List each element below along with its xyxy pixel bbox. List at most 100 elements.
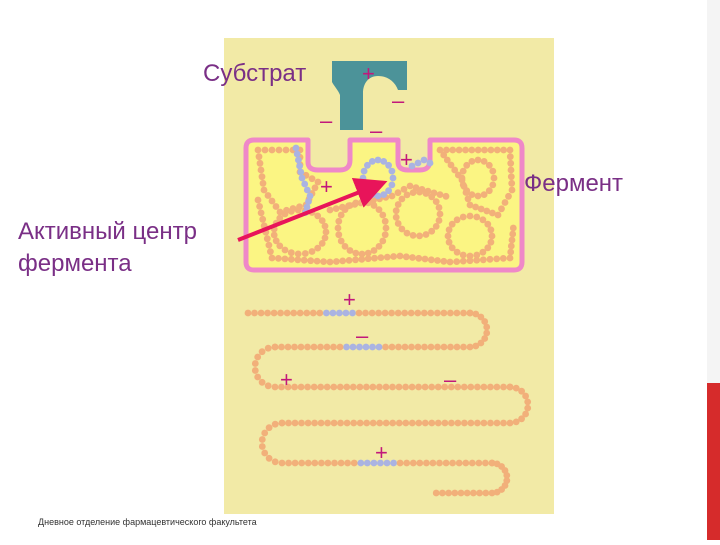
amino-acid-bead — [311, 184, 319, 192]
amino-acid-bead — [487, 146, 495, 154]
amino-acid-bead — [380, 158, 388, 165]
amino-acid-bead — [427, 256, 435, 264]
amino-acid-bead — [326, 258, 334, 266]
amino-acid-bead — [490, 174, 498, 182]
amino-acid-bead — [459, 167, 467, 175]
amino-acid-bead — [321, 222, 329, 230]
amino-acid-bead — [395, 343, 402, 351]
amino-acid-bead — [463, 161, 471, 169]
amino-acid-bead — [370, 247, 378, 254]
amino-acid-bead — [466, 309, 474, 317]
amino-acid-bead — [444, 232, 452, 240]
substrate-plus-sign: + — [362, 61, 375, 86]
amino-acid-bead — [420, 156, 428, 164]
amino-acid-bead — [442, 192, 450, 200]
amino-acid-bead — [339, 203, 346, 211]
amino-acid-bead — [440, 343, 448, 351]
amino-acid-bead — [499, 255, 507, 262]
amino-acid-bead — [268, 197, 276, 205]
amino-acid-bead — [432, 198, 440, 206]
amino-acid-bead — [508, 179, 516, 187]
amino-acid-bead — [477, 205, 485, 213]
amino-acid-bead — [501, 199, 509, 206]
chain-plus-sign-1: + — [343, 287, 356, 312]
amino-acid-bead — [424, 187, 432, 195]
amino-acid-bead — [287, 249, 295, 257]
amino-acid-bead — [507, 166, 515, 174]
chain-plus-sign-2: + — [280, 367, 293, 392]
amino-acid-bead — [395, 383, 403, 391]
amino-acid-bead — [472, 342, 480, 350]
amino-acid-bead — [342, 309, 350, 317]
amino-acid-bead — [278, 459, 286, 467]
amino-acid-bead — [506, 153, 514, 161]
amino-acid-bead — [493, 255, 501, 263]
amino-acid-bead — [311, 459, 319, 467]
amino-acid-bead — [481, 318, 489, 325]
amino-acid-bead — [380, 191, 388, 199]
amino-acid-bead — [420, 309, 428, 317]
amino-acid-bead — [421, 343, 428, 351]
amino-acid-bead — [323, 343, 331, 351]
amino-acid-bead — [343, 419, 351, 427]
amino-acid-bead — [356, 343, 363, 351]
amino-acid-bead — [275, 146, 283, 154]
amino-acid-bead — [475, 459, 483, 467]
amino-acid-bead — [363, 419, 371, 427]
amino-acid-bead — [460, 343, 467, 351]
polypeptide-chain — [244, 309, 532, 497]
amino-acid-bead — [318, 240, 326, 247]
amino-acid-bead — [434, 419, 442, 427]
amino-acid-bead — [379, 237, 387, 245]
amino-acid-bead — [462, 146, 469, 154]
amino-acid-bead — [522, 392, 529, 400]
amino-acid-bead — [463, 187, 471, 195]
amino-acid-bead — [453, 258, 461, 265]
amino-acid-bead — [480, 191, 488, 199]
amino-acid-bead — [408, 162, 416, 170]
amino-acid-bead — [332, 205, 340, 213]
amino-acid-bead — [398, 225, 406, 233]
amino-acid-bead — [479, 248, 487, 256]
amino-acid-bead — [375, 243, 383, 250]
amino-acid-bead — [295, 156, 302, 164]
amino-acid-bead — [329, 309, 337, 317]
amino-acid-bead — [337, 419, 344, 427]
amino-acid-bead — [282, 146, 290, 154]
amino-acid-bead — [506, 419, 514, 427]
amino-acid-bead — [297, 168, 305, 176]
amino-acid-bead — [500, 419, 507, 427]
amino-acid-bead — [493, 383, 501, 391]
amino-acid-bead — [392, 207, 400, 215]
amino-acid-bead — [415, 383, 422, 391]
amino-acid-bead — [343, 383, 351, 391]
amino-acid-bead — [261, 449, 269, 457]
amino-acid-bead — [271, 343, 279, 351]
amino-acid-bead — [466, 252, 474, 260]
amino-acid-bead — [429, 459, 437, 467]
amino-acid-bead — [458, 174, 466, 182]
amino-acid-bead — [258, 443, 266, 450]
amino-acid-bead — [468, 191, 476, 199]
amino-acid-bead — [358, 250, 366, 258]
amino-acid-bead — [507, 173, 515, 181]
amino-acid-bead — [414, 309, 422, 317]
amino-acid-bead — [301, 180, 309, 188]
amino-acid-bead — [459, 251, 467, 259]
amino-acid-bead — [278, 343, 285, 351]
amino-acid-bead — [467, 419, 475, 427]
amino-acid-bead — [271, 420, 279, 428]
amino-acid-bead — [446, 258, 454, 266]
site-plus-left-sign: + — [320, 174, 333, 199]
amino-acid-bead — [506, 254, 514, 262]
amino-acid-bead — [392, 213, 400, 221]
amino-acid-bead — [388, 167, 396, 175]
amino-acid-bead — [298, 174, 306, 182]
amino-acid-bead — [377, 254, 385, 261]
amino-acid-bead — [436, 191, 444, 199]
amino-acid-bead — [306, 192, 314, 200]
amino-acid-bead — [395, 419, 403, 427]
amino-acid-bead — [311, 419, 318, 427]
amino-acid-bead — [388, 343, 396, 351]
amino-acid-bead — [467, 383, 475, 391]
